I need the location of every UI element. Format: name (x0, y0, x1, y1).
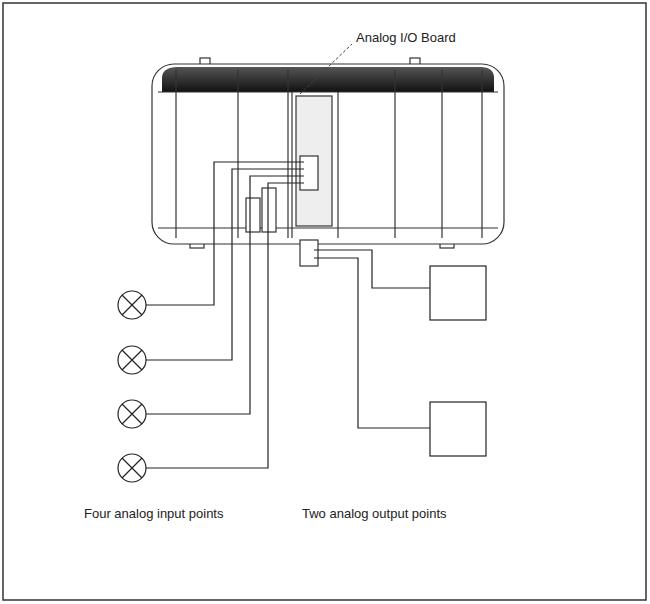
board-label: Analog I/O Board (354, 30, 458, 46)
caption-label: Four analog input points (82, 506, 225, 522)
caption-label: Two analog output points (300, 506, 449, 522)
sensor-symbol (118, 346, 146, 374)
analog-io-board (296, 96, 332, 226)
sensor-symbol (118, 400, 146, 428)
input-connector (300, 156, 318, 190)
frame (3, 3, 646, 600)
leader-line (300, 44, 352, 94)
terminal-block (246, 198, 260, 232)
sensor-symbol (118, 291, 146, 319)
output-wires (314, 250, 430, 428)
plc-rack (152, 58, 504, 266)
output-devices (430, 266, 486, 456)
input-sensors (118, 291, 146, 482)
output-connector (300, 240, 318, 266)
terminal-block (262, 188, 276, 232)
output-device (430, 266, 486, 320)
output-device (430, 402, 486, 456)
input-wires (146, 162, 304, 468)
sensor-symbol (118, 454, 146, 482)
